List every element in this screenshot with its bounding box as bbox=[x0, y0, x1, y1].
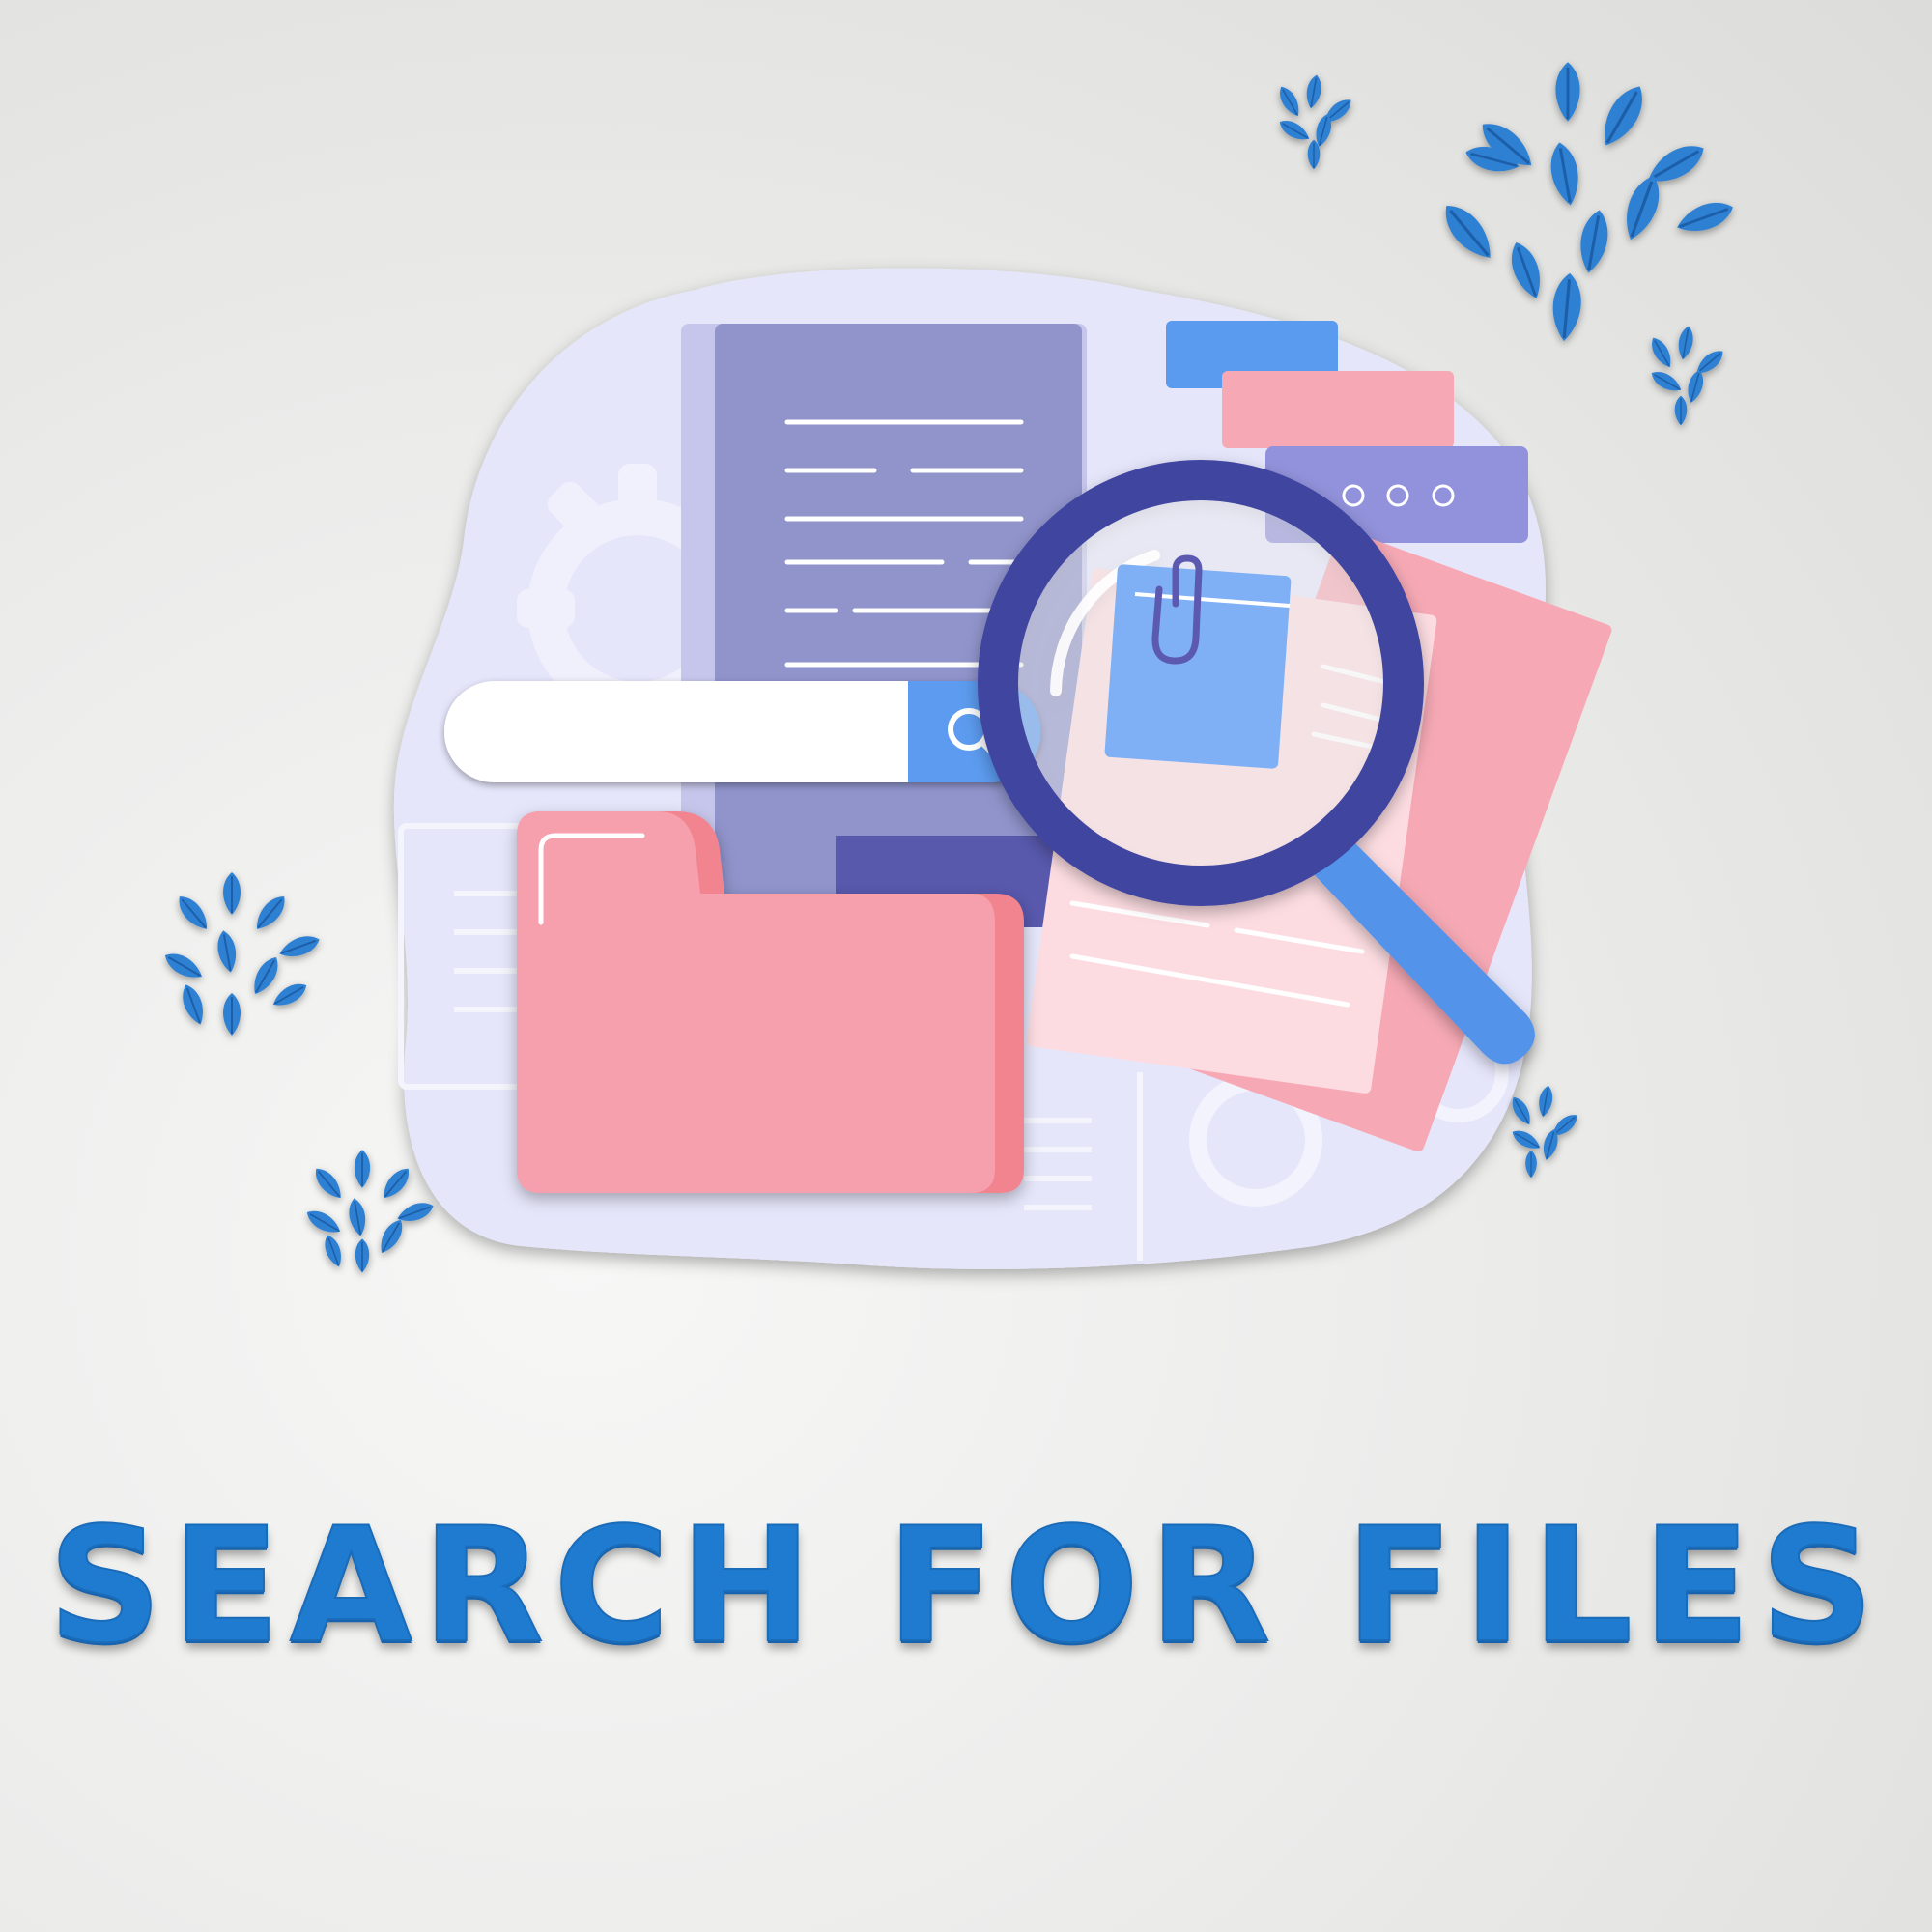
folder-icon bbox=[517, 811, 1024, 1193]
paperclip-icon bbox=[1151, 554, 1203, 665]
page-title: SEARCH FOR FILES bbox=[47, 1493, 1885, 1678]
tab-pink bbox=[1222, 371, 1454, 448]
search-bar bbox=[444, 681, 1041, 782]
